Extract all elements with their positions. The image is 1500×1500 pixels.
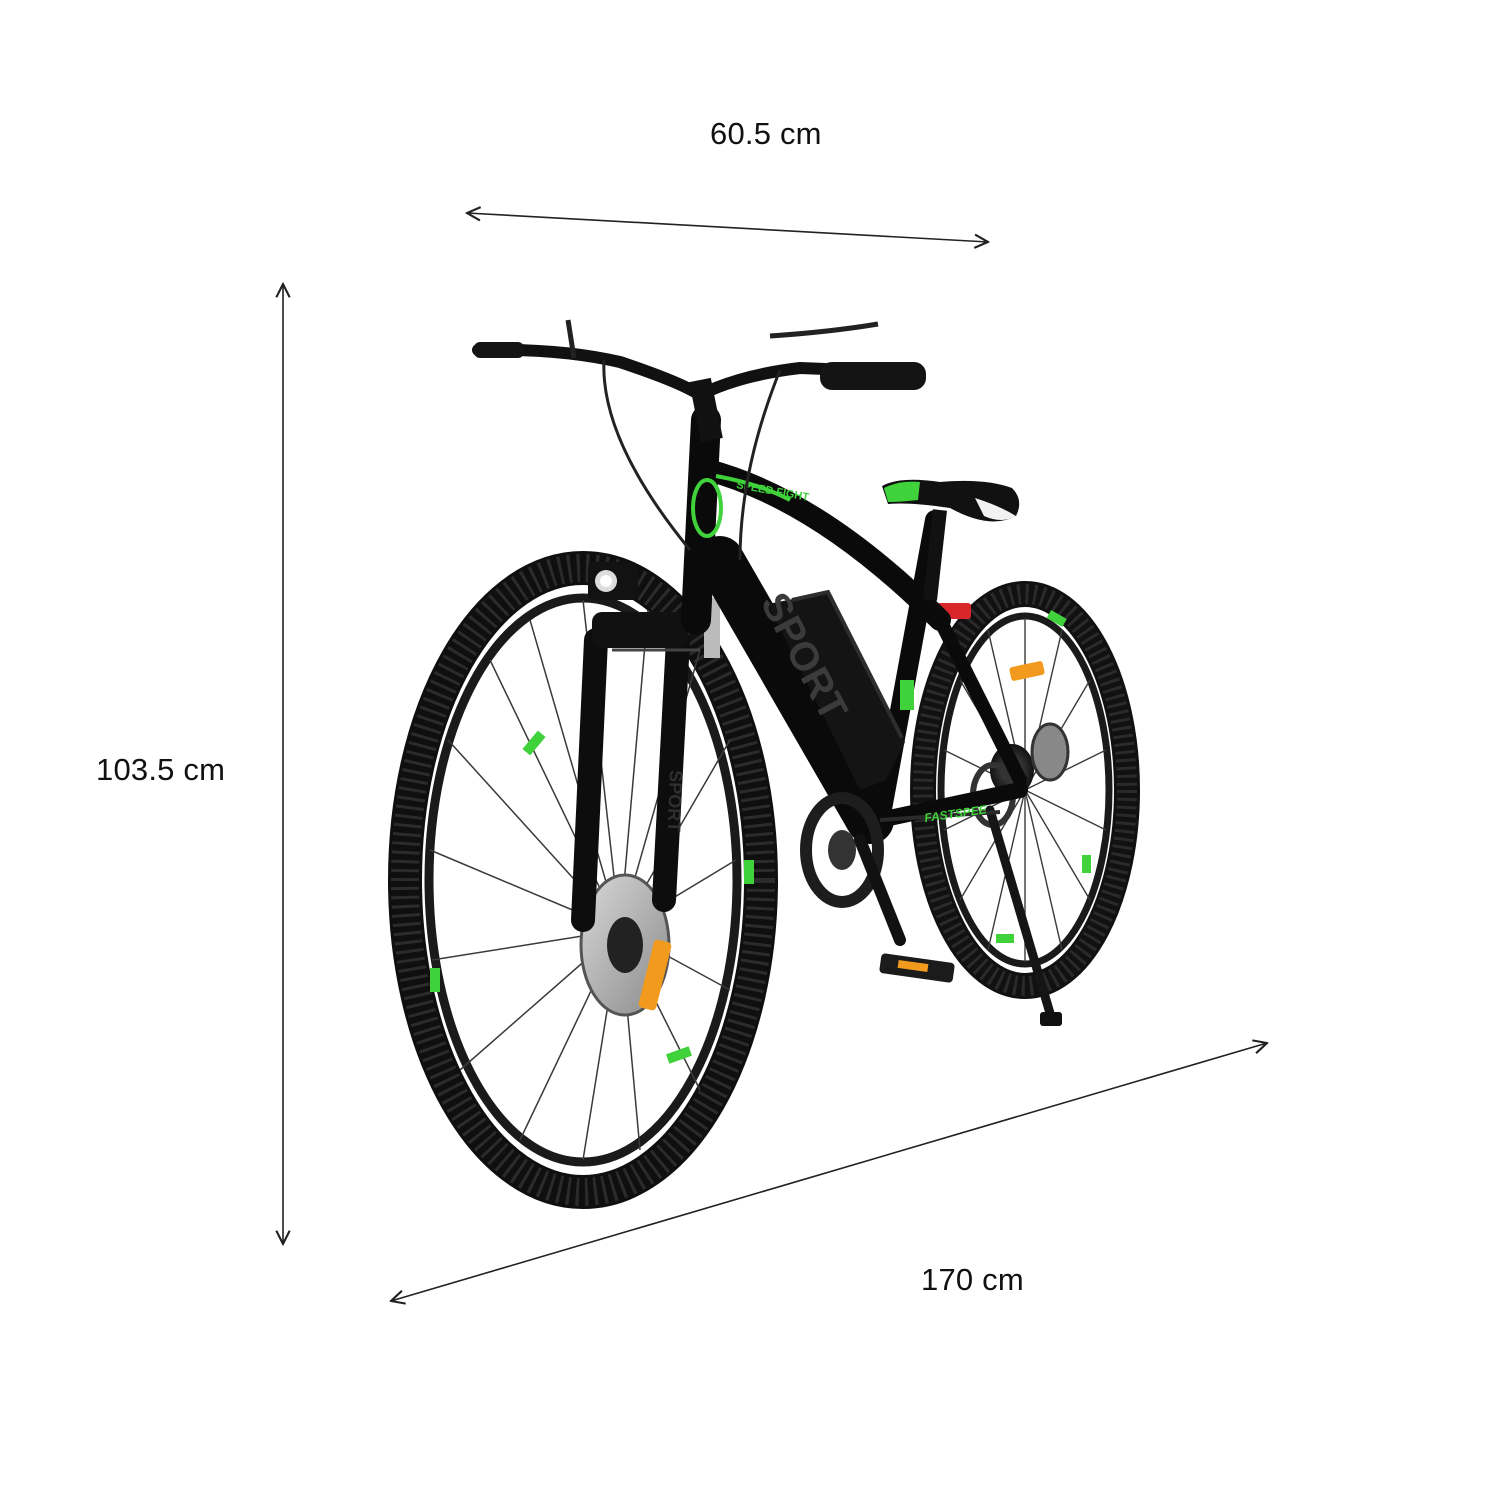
rear-wheel [910,581,1140,999]
height-dimension-label: 103.5 cm [96,752,226,787]
fork-text: SPORT [664,770,686,833]
electric-bicycle-illustration: SPORT SPEED FIGHT FASTSPEE SPORT [388,319,1140,1209]
kickstand [985,805,1057,1025]
saddle [882,479,1020,601]
spoke-reflector [638,939,672,1011]
front-fork [571,598,720,932]
headlight [588,562,638,600]
width-dimension-label: 60.5 cm [710,116,822,151]
width-dimension-arrow [467,213,988,242]
length-dimension-arrow [391,1043,1267,1301]
right-grip [820,362,926,390]
left-grip [474,342,524,358]
handlebar [472,319,926,561]
